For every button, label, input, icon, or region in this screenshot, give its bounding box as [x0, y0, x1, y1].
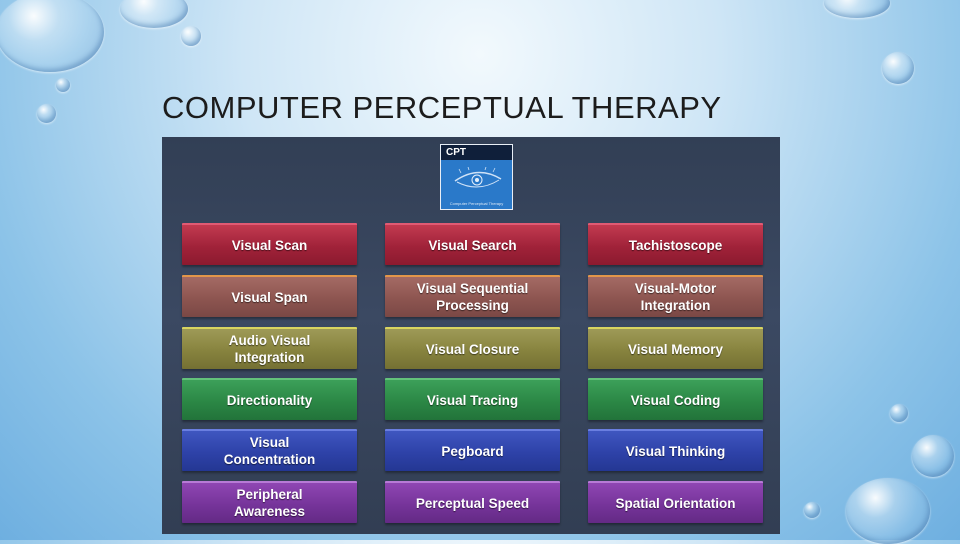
- module-visual-search: Visual Search: [385, 223, 560, 265]
- module-visual-thinking: Visual Thinking: [588, 429, 763, 471]
- water-droplet: [0, 0, 104, 72]
- water-droplet: [56, 78, 70, 92]
- cpt-logo: CPT Computer Perceptual Therapy: [440, 144, 513, 210]
- eye-icon: [454, 167, 502, 188]
- module-audio-visual-integration: Audio Visual Integration: [182, 327, 357, 369]
- module-peripheral-awareness: Peripheral Awareness: [182, 481, 357, 523]
- module-visual-concentration: Visual Concentration: [182, 429, 357, 471]
- water-droplet: [37, 104, 56, 123]
- module-visual-sequential-processing: Visual Sequential Processing: [385, 275, 560, 317]
- water-droplet: [804, 502, 820, 518]
- water-droplet: [882, 52, 914, 84]
- water-droplet: [912, 435, 954, 477]
- cpt-diagram-panel: CPT Computer Perceptual Therapy Visual S…: [162, 137, 780, 534]
- module-spatial-orientation: Spatial Orientation: [588, 481, 763, 523]
- slide-title: COMPUTER PERCEPTUAL THERAPY: [162, 90, 722, 125]
- module-visual-coding: Visual Coding: [588, 378, 763, 420]
- module-directionality: Directionality: [182, 378, 357, 420]
- module-visual-span: Visual Span: [182, 275, 357, 317]
- module-visual-motor-integration: Visual-Motor Integration: [588, 275, 763, 317]
- module-visual-tracing: Visual Tracing: [385, 378, 560, 420]
- module-visual-closure: Visual Closure: [385, 327, 560, 369]
- water-droplet: [181, 26, 201, 46]
- module-tachistoscope: Tachistoscope: [588, 223, 763, 265]
- module-visual-memory: Visual Memory: [588, 327, 763, 369]
- module-visual-scan: Visual Scan: [182, 223, 357, 265]
- water-droplet: [120, 0, 188, 28]
- water-droplet: [846, 478, 930, 544]
- logo-acronym: CPT: [441, 145, 512, 160]
- module-perceptual-speed: Perceptual Speed: [385, 481, 560, 523]
- water-droplet: [824, 0, 890, 18]
- logo-subtitle: Computer Perceptual Therapy: [449, 201, 504, 206]
- water-droplet: [890, 404, 908, 422]
- module-pegboard: Pegboard: [385, 429, 560, 471]
